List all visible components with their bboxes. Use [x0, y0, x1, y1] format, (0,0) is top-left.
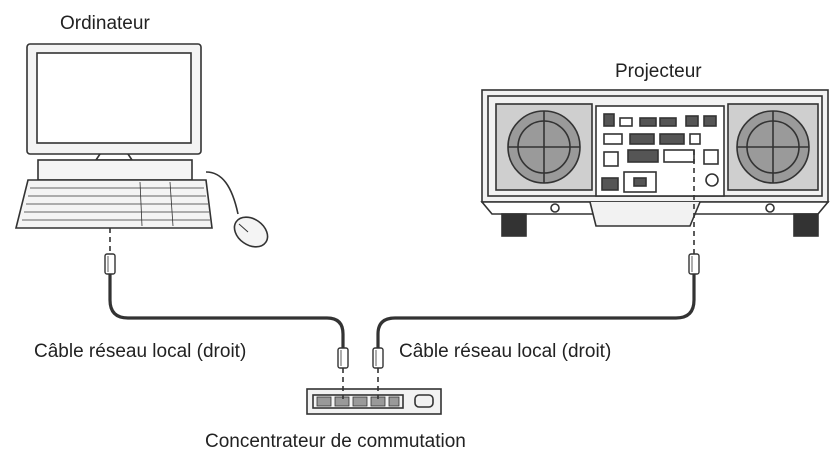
projector-label: Projecteur: [615, 61, 702, 82]
dashed-connections: [109, 150, 695, 399]
switch-hub-icon: [306, 388, 442, 415]
cable-label-left: Câble réseau local (droit): [34, 341, 247, 362]
computer-label: Ordinateur: [60, 13, 150, 34]
projector-icon: [480, 89, 830, 237]
cable-connectors: [104, 253, 700, 369]
computer-icon: [14, 43, 269, 248]
lan-cables: [108, 272, 696, 350]
switch-hub-label: Concentrateur de commutation: [205, 431, 466, 452]
cable-label-right: Câble réseau local (droit): [399, 341, 612, 362]
